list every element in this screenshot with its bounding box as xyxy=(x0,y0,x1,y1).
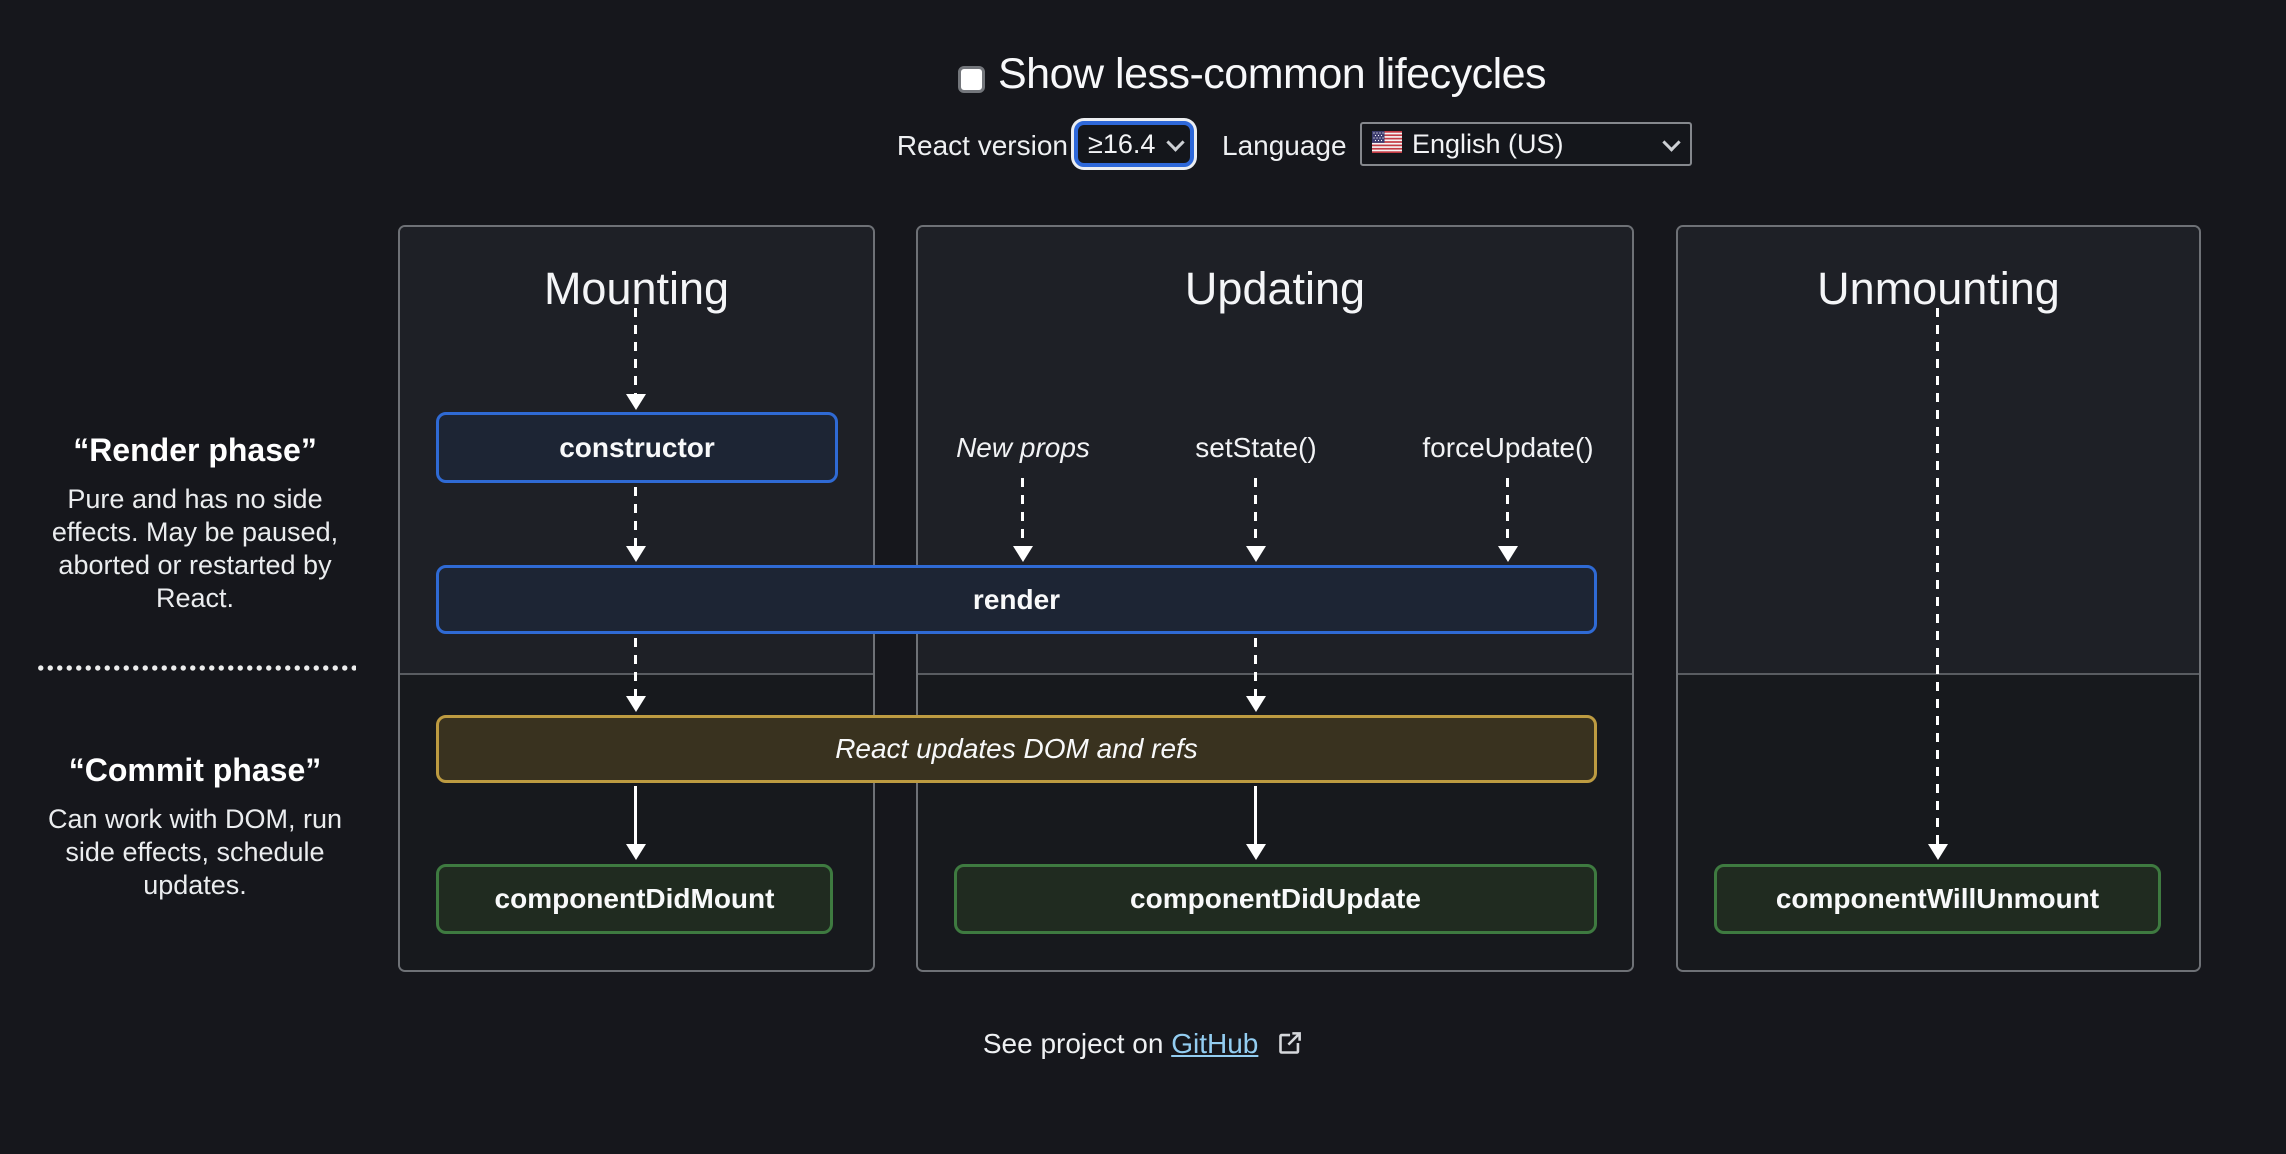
chevron-down-icon xyxy=(1166,132,1185,152)
footer-text: See project on xyxy=(982,1028,1164,1059)
node-component-will-unmount[interactable]: componentWillUnmount xyxy=(1714,864,2161,934)
node-react-updates-dom: React updates DOM and refs xyxy=(436,715,1597,783)
react-version-select[interactable]: ≥16.4 xyxy=(1074,121,1194,167)
chevron-down-icon xyxy=(1662,132,1681,152)
show-lifecycles-checkbox[interactable] xyxy=(958,66,985,93)
node-component-did-update[interactable]: componentDidUpdate xyxy=(954,864,1597,934)
arrow-unmounting xyxy=(1936,308,1939,844)
column-title-unmounting: Unmounting xyxy=(1817,263,2060,314)
arrow-constructor-to-render xyxy=(634,487,637,546)
github-link[interactable]: GitHub xyxy=(1171,1028,1259,1059)
node-component-did-mount[interactable]: componentDidMount xyxy=(436,864,833,934)
arrow-setstate-to-render xyxy=(1254,478,1257,546)
node-constructor[interactable]: constructor xyxy=(436,412,838,483)
language-select[interactable]: English (US) xyxy=(1360,122,1692,166)
arrow-render-to-domupdate-updating xyxy=(1254,638,1257,696)
arrow-render-to-domupdate-mounting xyxy=(634,638,637,696)
node-render[interactable]: render xyxy=(436,565,1597,634)
us-flag-icon xyxy=(1372,129,1402,160)
arrow-newprops-to-render xyxy=(1021,478,1024,546)
render-phase-info: “Render phase” Pure and has no side effe… xyxy=(30,432,360,615)
trigger-force-update: forceUpdate() xyxy=(1422,432,1594,463)
commit-phase-title: “Commit phase” xyxy=(68,752,322,788)
page-title[interactable]: Show less-common lifecycles xyxy=(998,50,1547,98)
language-label: Language xyxy=(1222,130,1347,161)
render-phase-description: Pure and has no side effects. May be pau… xyxy=(51,484,339,613)
trigger-new-props: New props xyxy=(956,432,1090,463)
render-phase-title: “Render phase” xyxy=(73,432,317,468)
column-title-updating: Updating xyxy=(1184,263,1366,314)
commit-phase-info: “Commit phase” Can work with DOM, run si… xyxy=(30,752,360,902)
arrow-mounting-start xyxy=(634,308,637,394)
react-version-label: React version xyxy=(896,130,1068,161)
react-version-value: ≥16.4 xyxy=(1088,128,1156,159)
footer: See project on GitHub xyxy=(0,1028,2286,1064)
language-value: English (US) xyxy=(1412,128,1564,159)
phase-divider-dotted xyxy=(36,665,356,671)
external-link-icon xyxy=(1276,1030,1303,1064)
trigger-set-state: setState() xyxy=(1195,432,1317,463)
arrow-domupdate-to-didupdate xyxy=(1254,786,1257,844)
commit-phase-description: Can work with DOM, run side effects, sch… xyxy=(47,804,343,900)
column-title-mounting: Mounting xyxy=(543,263,730,314)
arrow-domupdate-to-didmount xyxy=(634,786,637,844)
arrow-forceupdate-to-render xyxy=(1506,478,1509,546)
